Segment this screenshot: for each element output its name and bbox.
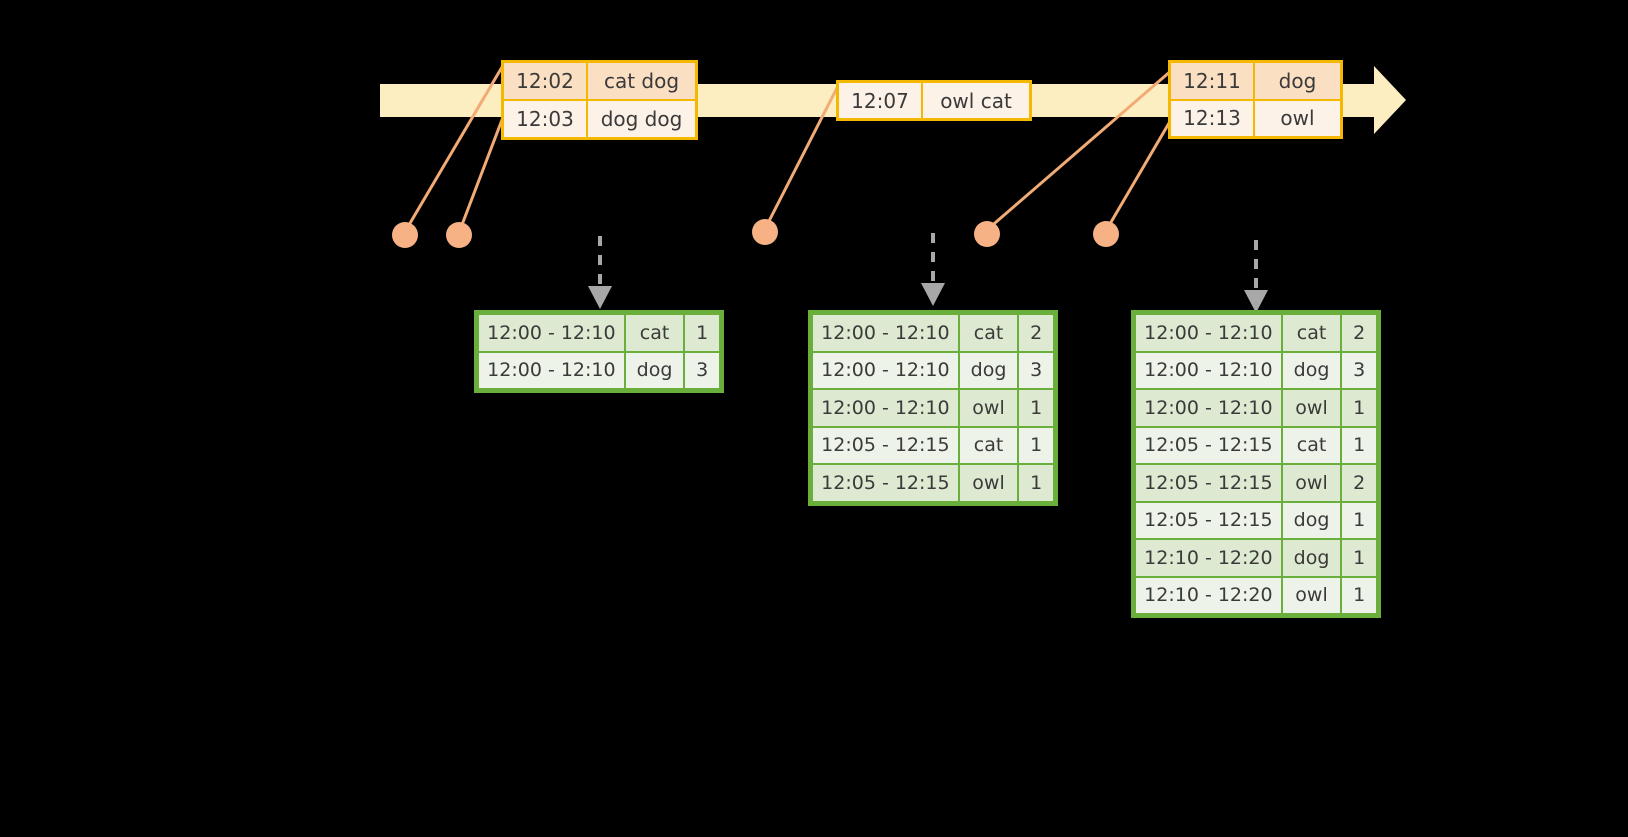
cell-window: 12:00 - 12:10	[479, 315, 624, 351]
cell-window: 12:10 - 12:20	[1136, 540, 1281, 576]
connector-12-13	[1105, 117, 1174, 230]
cell-window: 12:00 - 12:10	[479, 352, 624, 388]
cell-count: 1	[1342, 427, 1376, 463]
cell-key: cat	[625, 315, 684, 351]
arrow-head-icon	[921, 283, 945, 306]
connector-12-03	[458, 111, 507, 231]
event-words: dog	[1255, 63, 1340, 99]
cell-window: 12:00 - 12:10	[813, 352, 958, 388]
event-group-2[interactable]: 12:07 owl cat	[836, 80, 1032, 121]
cell-count: 3	[685, 352, 719, 388]
cell-key: cat	[1282, 315, 1341, 351]
cell-key: owl	[959, 390, 1018, 426]
event-group-3[interactable]: 12:11 dog 12:13 owl	[1168, 60, 1343, 139]
event-time: 12:07	[839, 83, 923, 118]
cell-key: dog	[1282, 502, 1341, 538]
cell-window: 12:00 - 12:10	[813, 390, 958, 426]
cell-window: 12:10 - 12:20	[1136, 577, 1281, 613]
arrow-head-icon	[588, 286, 612, 309]
marker-dot	[1093, 221, 1119, 247]
marker-dot	[752, 219, 778, 245]
event-time: 12:03	[504, 101, 588, 137]
cell-count: 1	[1342, 577, 1376, 613]
event-time: 12:11	[1171, 63, 1255, 99]
cell-count: 1	[1342, 390, 1376, 426]
cell-count: 1	[1019, 390, 1053, 426]
cell-key: cat	[1282, 427, 1341, 463]
cell-key: cat	[959, 427, 1018, 463]
timeline-arrow-icon	[1374, 66, 1406, 134]
event-words: dog dog	[588, 101, 695, 137]
cell-count: 1	[1019, 427, 1053, 463]
cell-count: 1	[1342, 502, 1376, 538]
cell-key: cat	[959, 315, 1018, 351]
cell-count: 2	[1342, 315, 1376, 351]
cell-count: 3	[1019, 352, 1053, 388]
event-time: 12:02	[504, 63, 588, 99]
event-row: 12:11 dog	[1171, 63, 1340, 99]
event-group-1[interactable]: 12:02 cat dog 12:03 dog dog	[501, 60, 698, 140]
marker-dot	[446, 222, 472, 248]
cell-window: 12:05 - 12:15	[1136, 427, 1281, 463]
cell-window: 12:05 - 12:15	[1136, 465, 1281, 501]
cell-count: 2	[1342, 465, 1376, 501]
cell-key: owl	[1282, 390, 1341, 426]
cell-window: 12:00 - 12:10	[813, 315, 958, 351]
cell-window: 12:00 - 12:10	[1136, 315, 1281, 351]
cell-count: 1	[1019, 465, 1053, 501]
cell-count: 3	[1342, 352, 1376, 388]
cell-key: dog	[1282, 352, 1341, 388]
cell-key: dog	[1282, 540, 1341, 576]
marker-dot	[392, 222, 418, 248]
cell-key: dog	[625, 352, 684, 388]
cell-window: 12:05 - 12:15	[813, 427, 958, 463]
event-row: 12:02 cat dog	[504, 63, 695, 99]
cell-count: 1	[1342, 540, 1376, 576]
connector-dots	[392, 219, 1119, 248]
cell-key: dog	[959, 352, 1018, 388]
event-row: 12:03 dog dog	[504, 99, 695, 137]
emit-arrows	[598, 233, 1258, 290]
event-row: 12:13 owl	[1171, 98, 1340, 136]
cell-window: 12:05 - 12:15	[813, 465, 958, 501]
cell-window: 12:00 - 12:10	[1136, 390, 1281, 426]
cell-count: 2	[1019, 315, 1053, 351]
event-row: 12:07 owl cat	[839, 83, 1029, 118]
cell-window: 12:00 - 12:10	[1136, 352, 1281, 388]
event-words: owl	[1255, 100, 1340, 136]
emit-arrowheads	[588, 283, 1268, 313]
cell-key: owl	[1282, 577, 1341, 613]
event-time: 12:13	[1171, 100, 1255, 136]
cell-window: 12:05 - 12:15	[1136, 502, 1281, 538]
cell-key: owl	[959, 465, 1018, 501]
event-words: owl cat	[923, 83, 1029, 118]
cell-count: 1	[685, 315, 719, 351]
cell-key: owl	[1282, 465, 1341, 501]
event-words: cat dog	[588, 63, 695, 99]
marker-dot	[974, 221, 1000, 247]
